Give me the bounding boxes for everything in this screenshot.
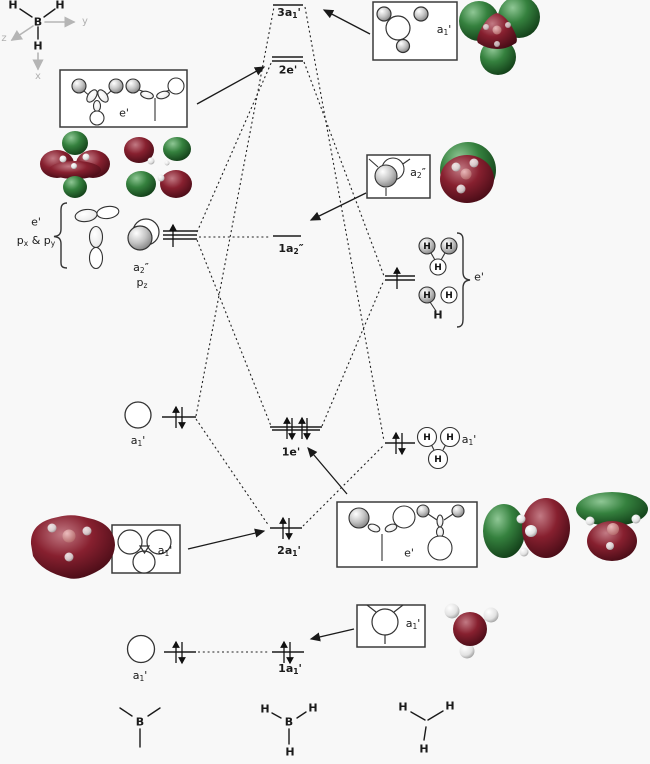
bh-bond [43,8,56,18]
arrow-a2box-to-1a2 [309,192,367,221]
sketch-a1-top [376,6,429,54]
boron-a2-label: a2″ [133,260,149,275]
iso-2a1-bonding [30,515,116,579]
corr-2p-to-1e [196,239,272,427]
coordinate-axes [10,8,76,71]
boron-pz-label: pz [136,275,148,290]
boron-orbital-sketches [53,202,160,664]
sketch-a1-core [366,604,404,644]
arrow-a1box-to-2a1 [187,528,266,550]
level-label-1a1: 1a1' [278,661,302,676]
svg-text:H: H [434,263,442,273]
axes-h-label: H [8,0,18,12]
formula3-bond [410,711,426,721]
formula1-b: B [135,715,145,729]
formula1-bond [119,707,133,717]
level-label-1e: 1e' [281,445,301,459]
structural-formulas [119,707,444,748]
level-label-1a2: 1a2″ [278,241,304,256]
formula1-bond [147,707,161,717]
svg-text:H: H [423,291,431,301]
formula2-bond [271,712,282,719]
corr-h3a1-to-3a1 [304,6,385,442]
sketch-e-top [71,77,185,126]
iso-1a1-core-molecule [444,603,499,659]
level-label-2e: 2e' [278,63,298,77]
sketch-e-low [348,504,465,561]
formula3-h: H [398,700,408,714]
svg-text:H: H [423,242,431,252]
formula2-h: H [285,745,295,759]
axes-b-label: B [33,15,43,29]
boron-pxy-label: px & py [16,233,56,248]
box-e-low-label: e' [404,546,414,560]
formula2-h: H [308,701,318,715]
svg-text:H: H [434,455,442,465]
py-orbital-sketch [88,225,104,270]
h3-a1-sketch [416,426,461,470]
h3-plain-h-label: H [433,308,443,322]
axes-h-label: H [33,39,43,53]
boron-2s-a1-label: a1' [130,433,146,448]
arrow-ebox-to-2e [196,66,266,105]
formula2-h: H [260,702,270,716]
pointer-arrows [187,9,371,642]
svg-text:H: H [445,242,453,252]
iso-1a2-nonbonding [440,142,496,203]
boron-2s-sketch [124,401,152,429]
h3-e-sketch-1 [418,237,458,276]
h3-e-sketch-2 [418,286,458,312]
box-a2-label: a2″ [410,165,426,180]
left-curly-brace [53,202,68,269]
level-label-2a1: 2a1' [277,543,301,558]
arrow-a1box-to-3a1 [322,9,371,35]
iso-2e-antibonding-pair [40,131,192,198]
z-axis-label: z [1,33,7,44]
box-a1-low-label: a1' [157,543,173,558]
box-e-top-label: e' [119,106,129,120]
sketch-a1-low [117,529,172,574]
sketch-a2 [368,157,411,196]
box-a1-top-label: a1' [436,22,452,37]
boron-1s-a1-label: a1' [132,668,148,683]
formula2-bond [296,711,307,719]
corr-2s-to-2a1 [195,418,270,527]
formula3-bond [427,710,444,721]
electron-arrows [169,223,406,665]
formula3-bond [423,726,427,741]
corr-2p-to-2e [196,60,273,233]
right-curly-brace [456,232,471,328]
x-axis-label: x [35,71,41,82]
pz-orbital-sketch [127,218,160,251]
y-axis-label: y [82,16,88,27]
box-a1-core-label: a1' [405,616,421,631]
iso-1e-bonding-pair [483,492,648,561]
formula3-h: H [445,699,455,713]
axes-h-label: H [55,0,65,12]
px-orbital-sketch [74,205,120,223]
boron-1s-sketch [126,634,156,664]
h3-a1-label: a1' [461,432,477,447]
level-label-3a1: 3a1' [277,5,301,20]
iso-3a1-antibonding [459,0,540,75]
h3-e-label: e' [474,270,484,284]
svg-text:H: H [445,291,453,301]
mo-level-lines [162,4,415,653]
z-axis-arrow [10,25,34,41]
arrow-ebox-to-1e [307,447,348,495]
corr-h3e-to-1e [321,279,385,427]
svg-text:H: H [423,433,431,443]
formula2-b: B [284,715,294,729]
bh-bond [19,8,33,18]
arrow-a1box-to-1a1 [309,628,355,642]
formula3-h: H [419,742,429,756]
svg-text:H: H [446,433,454,443]
boron-e-label: e' [31,215,41,229]
